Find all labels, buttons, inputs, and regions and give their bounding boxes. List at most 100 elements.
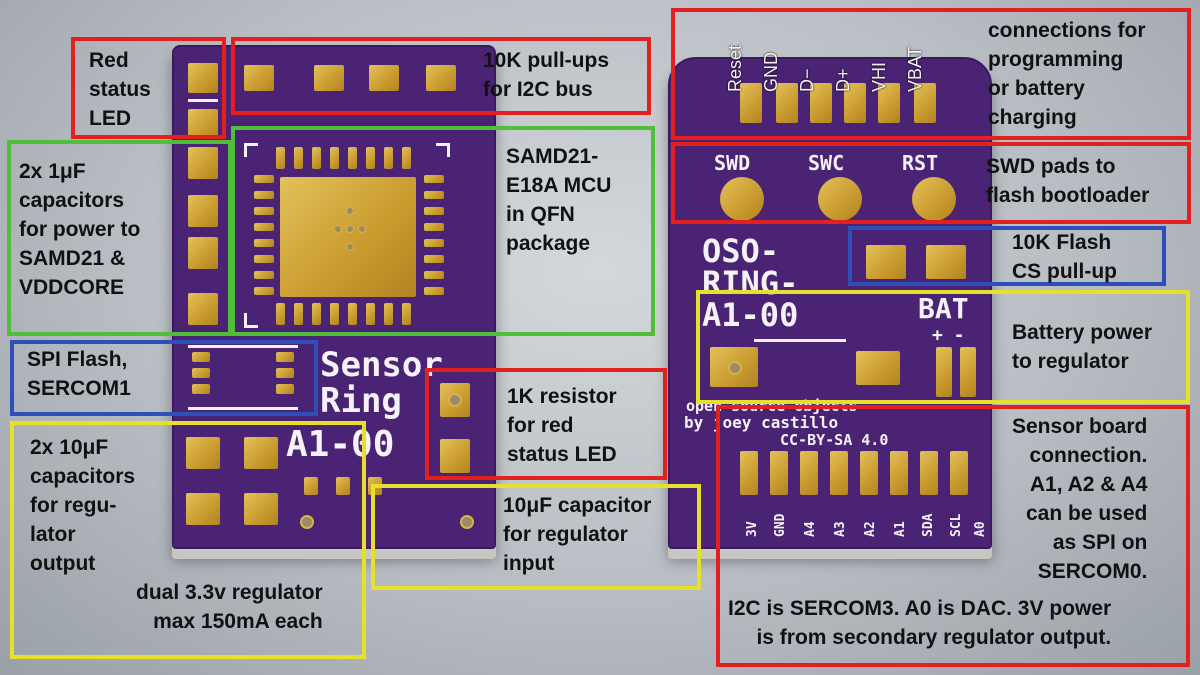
qfn-pin-pad [330, 303, 339, 325]
qfn-pin-pad [254, 175, 274, 183]
sensor-pin-pad [950, 451, 968, 495]
led-pad [188, 109, 218, 139]
flash-outline [188, 407, 298, 410]
qfn-pin-pad [312, 303, 321, 325]
regulator-pad [304, 477, 318, 495]
qfn-corner-mark [244, 143, 247, 157]
qfn-pin-pad [294, 147, 303, 169]
silk-title: Sensor Ring [320, 345, 443, 421]
qfn-pin-pad [366, 303, 375, 325]
via-hole [334, 225, 342, 233]
regulator-outline [754, 339, 846, 342]
via-hole [728, 361, 742, 375]
label-resistor: 1K resistor for red status LED [507, 385, 617, 466]
cap-pad [188, 237, 218, 269]
battery-terminal-pad [960, 347, 976, 397]
swd-pad [720, 177, 764, 221]
spi-flash-callout [10, 340, 318, 416]
resistor-pad [440, 439, 470, 473]
qfn-pin-pad [384, 147, 393, 169]
top-pin-pad [740, 83, 762, 123]
label-regulator: dual 3.3v regulator max 150mA each [136, 581, 323, 633]
pullup-pad [314, 65, 344, 91]
swd-callout [671, 142, 1191, 224]
swc-pad [818, 177, 862, 221]
sensor-pin-pad [920, 451, 938, 495]
cap-input-callout [371, 484, 701, 590]
swd-pad-label: SWD [714, 151, 751, 175]
label-cap-input: 10μF capacitor for regulator input [503, 494, 652, 575]
sensor-pin-pad [800, 451, 818, 495]
pullup-pad [426, 65, 456, 91]
top-pin-pad [776, 83, 798, 123]
pullup-pad [369, 65, 399, 91]
sensor-callout [716, 405, 1190, 667]
qfn-pin-pad [402, 303, 411, 325]
regulator-cap-pad [186, 437, 220, 469]
resistor-callout [425, 368, 667, 480]
sensor-pin-pad [860, 451, 878, 495]
via-hole [346, 207, 354, 215]
flash-pad [192, 384, 210, 394]
via-hole [358, 225, 366, 233]
silk-bat: BAT [918, 292, 969, 325]
silk-revision: A1-00 [286, 424, 395, 465]
via-hole [448, 393, 462, 407]
qfn-corner-mark [244, 313, 247, 327]
label-red-led: Red status LED [89, 49, 151, 130]
regulator-cap-pad [244, 493, 278, 525]
swc-pad-label: SWC [808, 151, 845, 175]
qfn-pin-pad [424, 239, 444, 247]
red-led-callout [71, 37, 226, 139]
mcu-callout [231, 126, 655, 336]
qfn-pin-pad [366, 147, 375, 169]
qfn-pin-pad [424, 191, 444, 199]
flash-cs-pad [866, 245, 906, 279]
label-programming: connections for programming or battery c… [988, 19, 1146, 129]
qfn-pin-pad [424, 255, 444, 263]
sensor-pin-pad [890, 451, 908, 495]
label-flash-cs: 10K Flash CS pull-up [1012, 231, 1117, 283]
label-pullups: 10K pull-ups for I2C bus [483, 49, 610, 101]
cap-pad [188, 147, 218, 179]
top-pin-pad [810, 83, 832, 123]
flash-pad [276, 368, 294, 378]
qfn-pin-pad [254, 271, 274, 279]
programming-callout [671, 8, 1191, 140]
flash-outline [188, 345, 298, 348]
qfn-pin-pad [402, 147, 411, 169]
regulator-cap-pad [186, 493, 220, 525]
qfn-pin-pad [276, 303, 285, 325]
led-pad [188, 63, 218, 93]
label-caps-10uf: 2x 10μF capacitors for regu- lator outpu… [30, 436, 136, 575]
qfn-pin-pad [254, 207, 274, 215]
top-pin-pad [914, 83, 936, 123]
qfn-corner-mark [244, 325, 258, 328]
regulator-callout [10, 421, 366, 659]
qfn-pin-pad [254, 191, 274, 199]
flash-pad [192, 368, 210, 378]
via-hole [300, 515, 314, 529]
cap-pad [188, 195, 218, 227]
cap-pad [188, 293, 218, 325]
battery-terminal-pad [936, 347, 952, 397]
qfn-pin-pad [424, 223, 444, 231]
qfn-pin-pad [254, 255, 274, 263]
label-caps-1uf: 2x 1μF capacitors for power to SAMD21 & … [19, 160, 141, 299]
qfn-pin-pad [424, 175, 444, 183]
qfn-pin-pad [348, 303, 357, 325]
qfn-pin-pad [330, 147, 339, 169]
flash-cs-callout [848, 226, 1166, 286]
battery-callout [696, 290, 1190, 404]
label-spi-flash: SPI Flash, SERCOM1 [27, 348, 131, 400]
rst-pad [912, 177, 956, 221]
sensor-pin-pad [830, 451, 848, 495]
qfn-pin-pad [384, 303, 393, 325]
qfn-corner-mark [436, 143, 450, 146]
silk-credit-line2: by joey castillo [684, 413, 839, 432]
label-swd: SWD pads to flash bootloader [986, 155, 1150, 207]
sensor-pin-pad [770, 451, 788, 495]
qfn-pin-pad [294, 303, 303, 325]
silk-plus-minus: + - [932, 325, 965, 346]
flash-pad [276, 352, 294, 362]
